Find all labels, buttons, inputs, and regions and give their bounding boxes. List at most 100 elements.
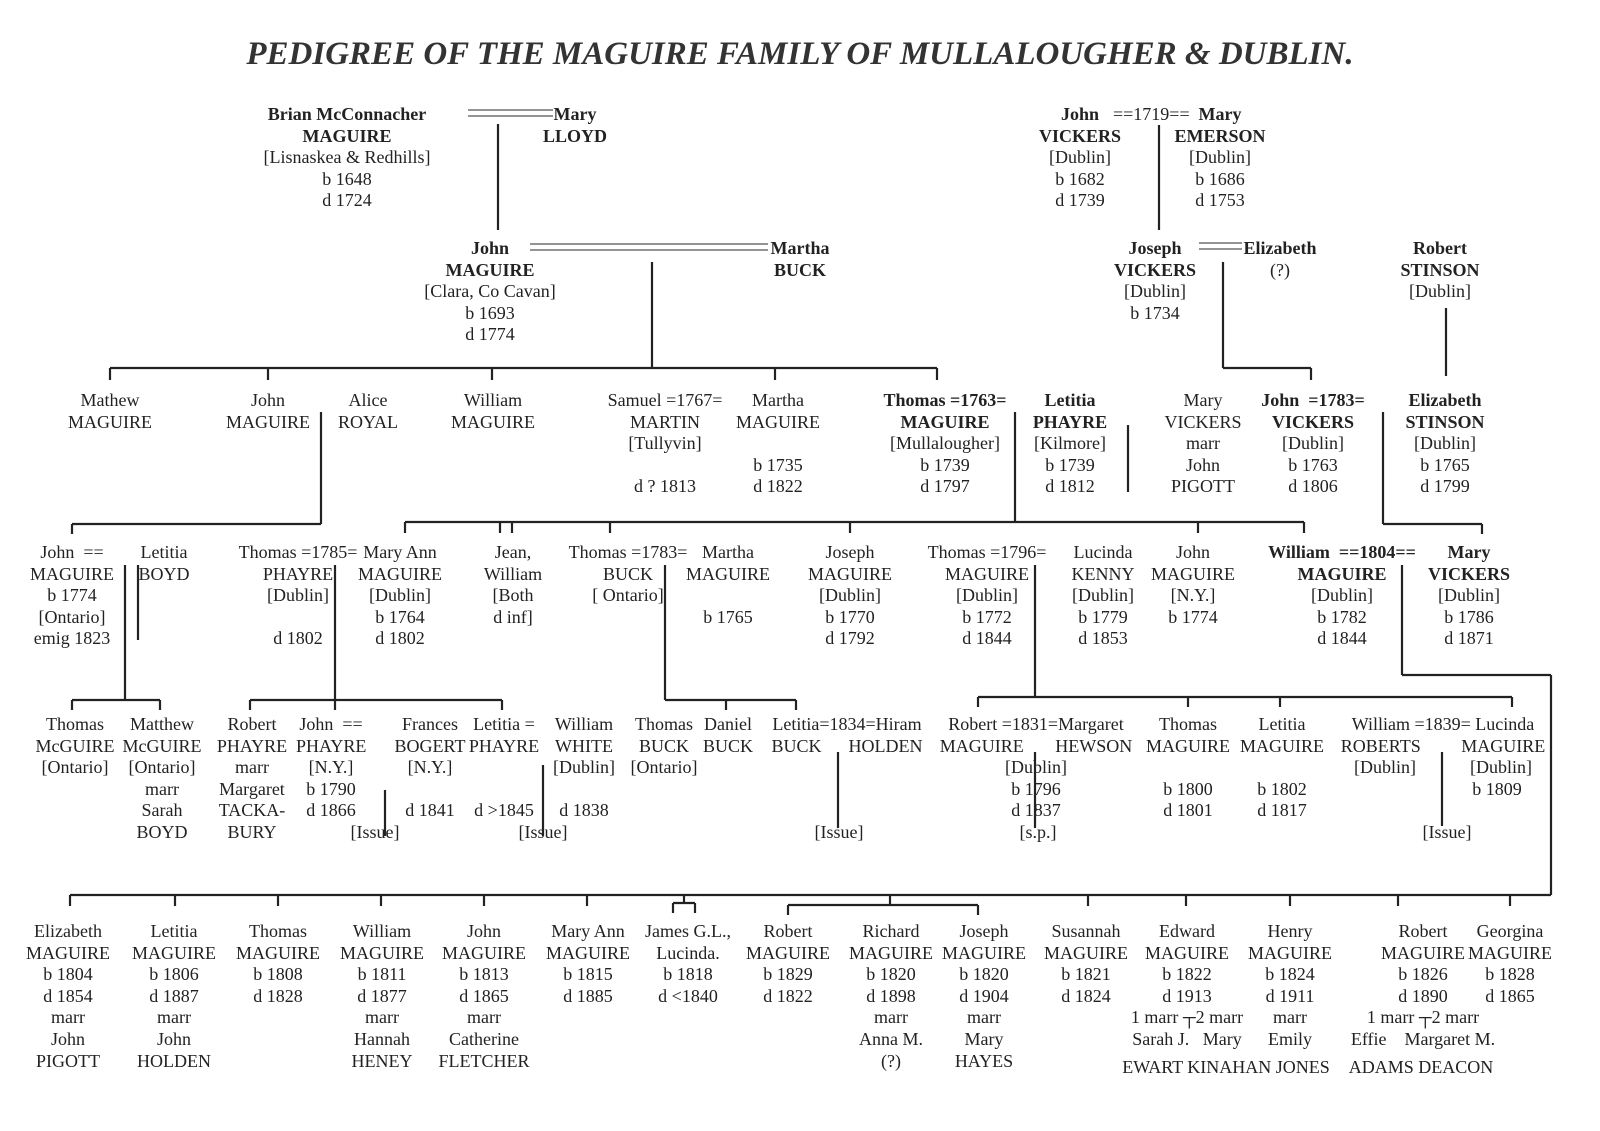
person-line: James G.L., [645,921,731,941]
person-line: [Dublin] [267,585,329,606]
person-line: MAGUIRE [808,563,892,584]
person-line: MAGUIRE [1248,942,1332,963]
person-line: [Dublin] [Dublin] [1354,757,1532,778]
person-line: d 1913 [1162,985,1212,1006]
person-line: Letitia [150,921,198,941]
person-line: MAGUIRE [358,563,442,584]
person-line [600,455,730,477]
person-line: John [1060,104,1100,124]
person-line: Thomas =1785= [238,542,358,562]
person-line: marr [157,1007,191,1028]
person-line: b 1765 [1420,454,1470,475]
person-line: Joseph [959,921,1009,941]
person-line: MAGUIRE [451,411,535,432]
person-line: b 1820 [959,964,1009,985]
person-line: William =1839= Lucinda [1351,714,1535,734]
person-line: Susannah [1051,921,1121,941]
person-line: MAGUIRE [1151,563,1235,584]
person-line: b 1682 [1055,168,1105,189]
person-line: d 1853 [1078,628,1128,649]
person-line: d 1802 [375,628,425,649]
marriage-double-lines [468,109,1242,251]
person-line: MAGUIRE [546,942,630,963]
person-line: [Issue] [814,822,864,842]
person-line: d 1801 [1163,800,1213,821]
person-line: Mary [553,104,597,124]
person-line: d 1824 [1061,985,1111,1006]
person-line: d 1865 [459,985,509,1006]
person-line: [Dublin] [956,585,1018,606]
person-line: d 1774 [465,324,515,345]
person-line: d inf] [493,606,533,627]
person-line: Elizabeth [34,921,102,941]
person-line: d 1911 [1265,985,1315,1006]
person-line: Mary [1183,390,1223,410]
person-line: d 1822 [753,476,803,497]
person-line: MAGUIRE [340,942,424,963]
person-line: d 1841 [405,800,455,821]
person-line: HOLDEN [137,1050,211,1071]
person-line: Edward [1159,921,1215,941]
person-line: Brian McConnacher [267,104,427,124]
person-line: PIGOTT [1171,476,1235,497]
person-line: Henry [1267,921,1313,941]
person-line: [Both [492,585,534,606]
person-line: EMERSON [1174,125,1266,146]
person-line: d 1904 [959,985,1009,1006]
person-line: MAGUIRE [945,563,1029,584]
person-line: d 1877 [357,985,407,1006]
person-line: d 1885 [563,985,613,1006]
person-line: Lucinda [1073,542,1133,562]
person-line: BOYD [136,821,188,842]
person-line: William ==1804== [1268,542,1416,562]
person-line: Frances [402,714,458,734]
person-line: Thomas =1783= [568,542,688,562]
person-line: MAGUIRE [26,942,110,963]
person-line: [Dublin] [1189,147,1251,168]
person-line: HENEY [351,1050,413,1071]
person-line: ADAMS DEACON [1348,1057,1494,1077]
person-line: MAGUIRE [68,411,152,432]
person-line: marr [1273,1007,1307,1028]
person-line: MAGUIRE [226,411,310,432]
person-line: b 1764 [375,606,425,627]
person-line: b 1813 [459,964,509,985]
person-line: [ Ontario] [592,585,664,606]
person-sp: [s.p.] [1008,822,1068,844]
person-line: Georgina [1476,921,1544,941]
person-line: [Dublin] [1005,757,1067,778]
person-line: John [1175,542,1210,562]
person-line: MAGUIRE [686,563,770,584]
person-line: b 1796 [1011,778,1061,799]
person-line: John [470,238,510,258]
person-line: d 1802 [273,628,323,649]
person-line: Elizabeth [1408,390,1482,410]
person-line: b 1779 [1078,606,1128,627]
person-line: LLOYD [542,125,607,146]
person-line: Thomas [249,921,307,941]
